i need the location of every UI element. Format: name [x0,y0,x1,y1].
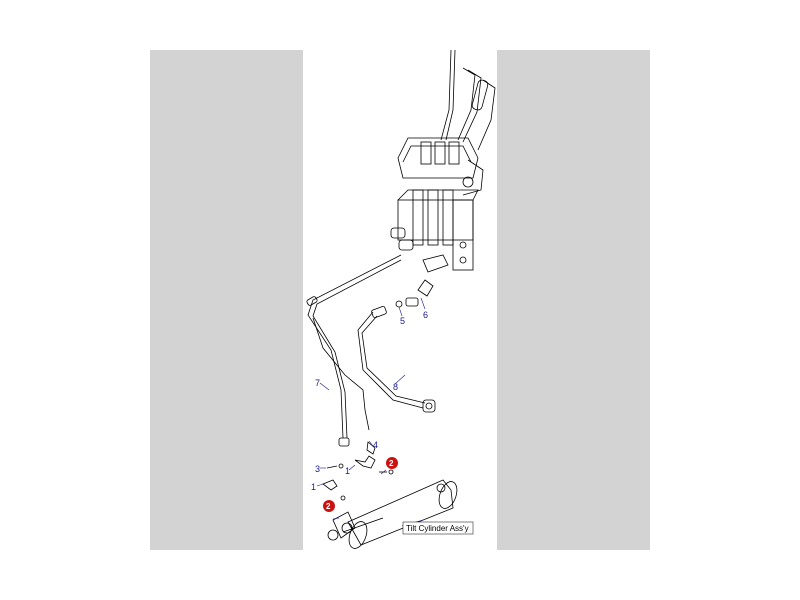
callout-4[interactable]: 4 [373,440,378,450]
assembly-label-box[interactable]: Tilt Cylinder Ass'y [402,521,474,535]
hose-6 [312,306,436,431]
svg-text:2: 2 [326,502,331,511]
control-levers [440,50,496,151]
callout-6[interactable]: 8 [393,382,398,392]
callout-5[interactable]: 7 [315,378,320,388]
lever-housing [397,137,484,196]
badge-2-lower[interactable]: 2 [323,500,335,512]
callout-1-upper[interactable]: 1 [345,466,350,476]
left-gray-panel [150,50,303,550]
parts-diagram-canvas: 7 8 6 5 4 3 1 1 2 2 Tilt Cylinder Ass'y [303,50,497,550]
callout-3[interactable]: 3 [315,464,320,474]
exploded-parts-diagram: 7 8 6 5 4 3 1 1 2 2 Tilt Cylinder Ass'y [306,50,496,549]
svg-text:2: 2 [389,459,394,468]
tilt-cylinder-assembly [327,479,458,549]
callout-8[interactable]: 5 [400,316,405,326]
right-gray-panel [497,50,650,550]
badge-2-upper[interactable]: 2 [386,457,398,469]
small-fittings [322,441,394,501]
callout-1-lower[interactable]: 1 [311,482,316,492]
callout-7[interactable]: 6 [423,310,428,320]
assembly-label: Tilt Cylinder Ass'y [406,524,469,533]
callout-leaders [316,297,426,527]
fittings-7-8 [395,279,434,308]
hose-5 [306,254,402,447]
control-valve [390,189,479,273]
